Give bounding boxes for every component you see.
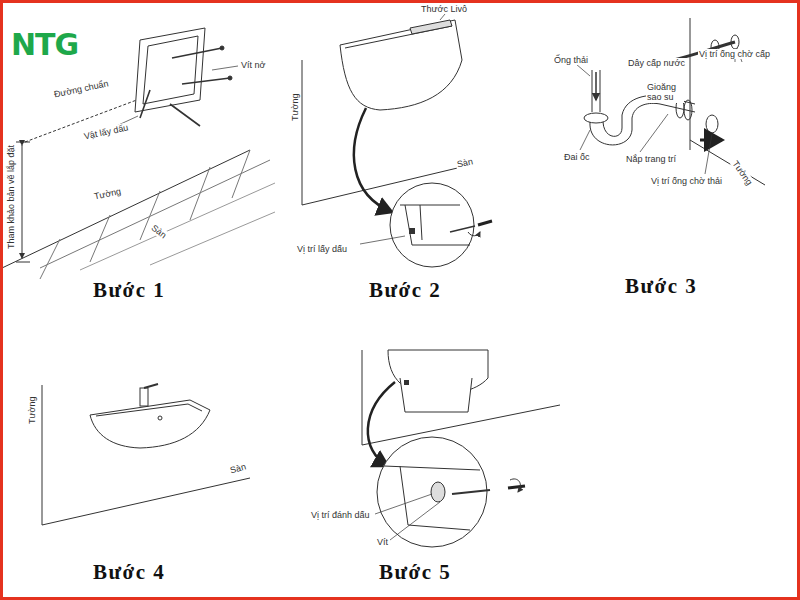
dimension-label: Tham khảo bản vẽ lắp đặt (6, 144, 16, 250)
step5-drawing (362, 350, 560, 547)
part-label: Vật lấy dấu (82, 122, 130, 142)
wall-label: Tường (27, 396, 37, 425)
position-label: Vị trí lấy dấu (296, 244, 348, 254)
step-title: Bước 5 (378, 560, 452, 584)
floor-label: Sàn (228, 461, 248, 476)
line-label: Đường chuẩn (52, 78, 110, 100)
position-label: Vị trí ống chờ thải (650, 176, 723, 186)
step2-drawing (302, 14, 492, 267)
wall-label: Tường (730, 158, 755, 188)
wall-label: Tường (92, 186, 123, 202)
step-title: Bước 2 (368, 278, 442, 302)
part-label: Nắp trang trí (625, 154, 677, 164)
part-label: Gioăng sao su (646, 82, 684, 103)
part-label: Ống thải (553, 55, 589, 65)
position-label: Vị trí ống chờ cấp (698, 49, 771, 59)
step-title: Bước 3 (624, 274, 698, 298)
step4-drawing (42, 384, 250, 525)
brand-logo: NTG (10, 28, 79, 63)
part-label: Đai ốc (563, 152, 591, 162)
tool-label: Thước Livô (420, 4, 468, 14)
position-label: Vị trí đánh dấu (310, 510, 371, 520)
floor-label: Sàn (455, 156, 475, 170)
part-label: Vít (376, 537, 389, 547)
part-label: Dây cấp nước (627, 58, 686, 68)
wall-label: Tường (290, 93, 300, 122)
step1-drawing (2, 28, 275, 279)
step-title: Bước 4 (92, 560, 166, 584)
part-label: Vít nở (240, 60, 266, 70)
step-title: Bước 1 (92, 278, 166, 302)
